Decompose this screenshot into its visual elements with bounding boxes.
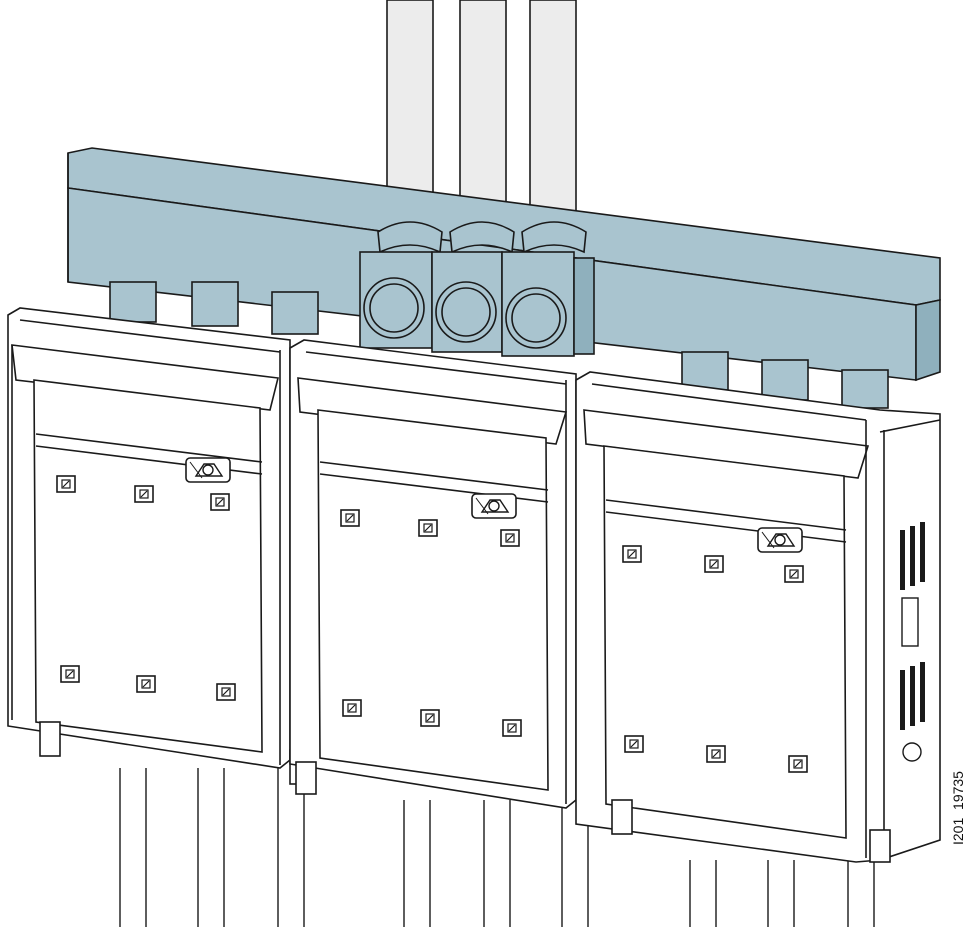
cable-lugs — [359, 221, 595, 357]
busbar-connectors — [109, 281, 889, 409]
fuse-switch-unit-left — [7, 307, 311, 785]
fuse-switch-unit-center — [289, 339, 603, 809]
incoming-cables — [386, 0, 577, 246]
outgoing-cables — [119, 768, 875, 927]
figure-reference-code: I201_19735 — [950, 771, 965, 845]
side-vents — [900, 522, 925, 730]
fuse-switch-unit-right — [575, 371, 941, 863]
side-bracket — [901, 597, 922, 762]
